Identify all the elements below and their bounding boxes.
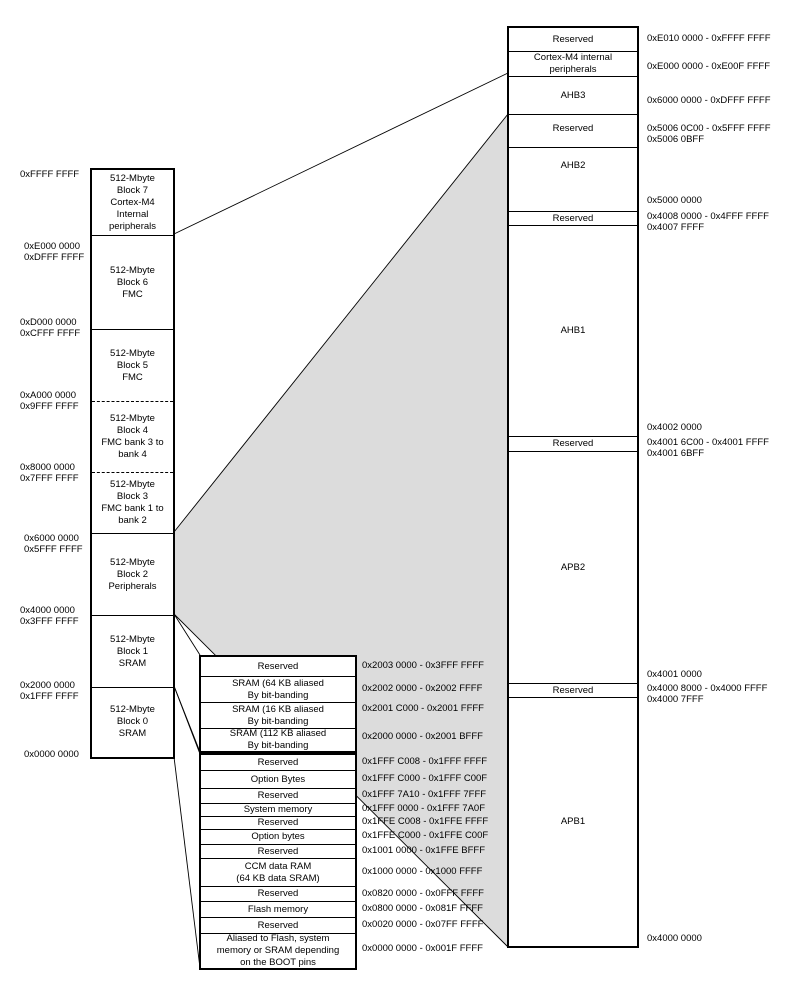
connector-block2-top [173,113,509,533]
main-address-8: 0x0000 0000 [24,749,79,760]
main-address-6: 0x4000 0000 0x3FFF FFFF [20,605,79,627]
code-region: CCM data RAM (64 KB data SRAM) [201,859,355,887]
block-6: 512-Mbyte Block 6 FMC [92,236,173,330]
connector-block1-top [173,613,201,656]
peripheral-region: APB1 [560,815,586,827]
sram-region: SRAM (16 KB aliased By bit-banding [201,703,355,729]
code-address: 0x1FFE C000 - 0x1FFE C00F [362,830,489,841]
peripheral-region: AHB1 [509,226,637,437]
block-5: 512-Mbyte Block 5 FMC [92,330,173,402]
main-address-3: 0xA000 0000 0x9FFF FFFF [20,390,79,412]
peripheral-region: APB2 [509,452,637,684]
main-address-4: 0x8000 0000 0x7FFF FFFF [20,462,79,484]
sram-address: 0x2002 0000 - 0x2002 FFFF [362,683,483,694]
code-address: 0x1FFF C000 - 0x1FFF C00F [362,773,488,784]
sram-map: Reserved SRAM (64 KB aliased By bit-band… [199,655,357,753]
code-address: 0x0800 0000 - 0x081F FFFF [362,903,483,914]
code-region: System memory [201,804,355,817]
peripheral-region: AHB2 [509,148,637,212]
peripheral-address: 0x4001 0000 [647,669,702,680]
peripheral-map: Reserved Cortex-M4 internal peripherals … [507,26,639,948]
code-address: 0x0000 0000 - 0x001F FFFF [362,943,483,954]
block-7: 512-Mbyte Block 7 Cortex-M4 Internal per… [92,170,173,236]
main-address-1: 0xE000 0000 0xDFFF FFFF [24,241,85,263]
peripheral-region: Reserved [509,115,637,148]
peripheral-address: 0xE000 0000 - 0xE00F FFFF [647,61,771,72]
block-2: 512-Mbyte Block 2 Peripherals [92,534,173,616]
code-address: 0x1FFF 0000 - 0x1FFF 7A0F [362,803,486,814]
sram-region: Reserved [201,657,355,677]
code-address: 0x0820 0000 - 0x0FFF FFFF [362,888,484,899]
block-4: 512-Mbyte Block 4 FMC bank 3 to bank 4 [92,402,173,473]
code-map: Reserved Option Bytes Reserved System me… [199,753,357,970]
code-region: Reserved [201,918,355,934]
sram-region: SRAM (112 KB aliased By bit-banding [229,727,327,751]
code-region: Reserved [201,887,355,902]
code-region: Aliased to Flash, system memory or SRAM … [216,932,340,968]
sram-address: 0x2003 0000 - 0x3FFF FFFF [362,660,484,671]
code-region: Reserved [201,789,355,804]
peripheral-address: 0x4000 8000 - 0x4000 FFFF 0x4000 7FFF [647,683,768,705]
main-address-5: 0x6000 0000 0x5FFF FFFF [24,533,83,555]
peripheral-address: 0x5006 0C00 - 0x5FFF FFFF 0x5006 0BFF [647,123,771,145]
connector-block0-bottom [173,756,201,969]
main-memory-map: 512-Mbyte Block 7 Cortex-M4 Internal per… [90,168,175,759]
peripheral-address: 0x4002 0000 [647,422,702,433]
peripheral-expansion-shade [174,114,508,947]
main-address-2: 0xD000 0000 0xCFFF FFFF [20,317,81,339]
peripheral-address: 0x4008 0000 - 0x4FFF FFFF 0x4007 FFFF [647,211,769,233]
code-address: 0x1000 0000 - 0x1000 FFFF [362,866,483,877]
peripheral-address: 0x5000 0000 [647,195,702,206]
code-region: Reserved [201,817,355,830]
main-address-0: 0xFFFF FFFF [20,169,80,180]
peripheral-region: Reserved [509,28,637,52]
peripheral-region: Reserved [509,212,637,226]
peripheral-region: Reserved [509,437,637,452]
main-address-7: 0x2000 0000 0x1FFF FFFF [20,680,79,702]
sram-region: SRAM (64 KB aliased By bit-banding [201,677,355,703]
code-address: 0x1001 0000 - 0x1FFE BFFF [362,845,486,856]
block-3: 512-Mbyte Block 3 FMC bank 1 to bank 2 [92,473,173,534]
code-region: Flash memory [201,902,355,918]
code-region: Option Bytes [201,771,355,789]
peripheral-region: Cortex-M4 internal peripherals [509,52,637,77]
code-address: 0x1FFF 7A10 - 0x1FFF 7FFF [362,789,487,800]
sram-address: 0x2001 C000 - 0x2001 FFFF [362,703,484,714]
sram-address: 0x2000 0000 - 0x2001 BFFF [362,731,483,742]
peripheral-address: 0x6000 0000 - 0xDFFF FFFF [647,95,771,106]
peripheral-address: 0x4001 6C00 - 0x4001 FFFF 0x4001 6BFF [647,437,769,459]
block-0: 512-Mbyte Block 0 SRAM [110,704,155,739]
code-address: 0x0020 0000 - 0x07FF FFFF [362,919,484,930]
block-1: 512-Mbyte Block 1 SRAM [92,616,173,688]
connector-block7-top [173,72,509,235]
code-region: Reserved [201,755,355,771]
code-region: Reserved [201,845,355,859]
connector-block0-top [173,685,201,755]
peripheral-address: 0xE010 0000 - 0xFFFF FFFF [647,33,771,44]
code-address: 0x1FFE C008 - 0x1FFE FFFF [362,816,489,827]
peripheral-region: Reserved [509,684,637,698]
peripheral-region: AHB3 [509,77,637,115]
code-address: 0x1FFF C008 - 0x1FFF FFFF [362,756,488,767]
code-region: Option bytes [201,830,355,845]
peripheral-address: 0x4000 0000 [647,933,702,944]
